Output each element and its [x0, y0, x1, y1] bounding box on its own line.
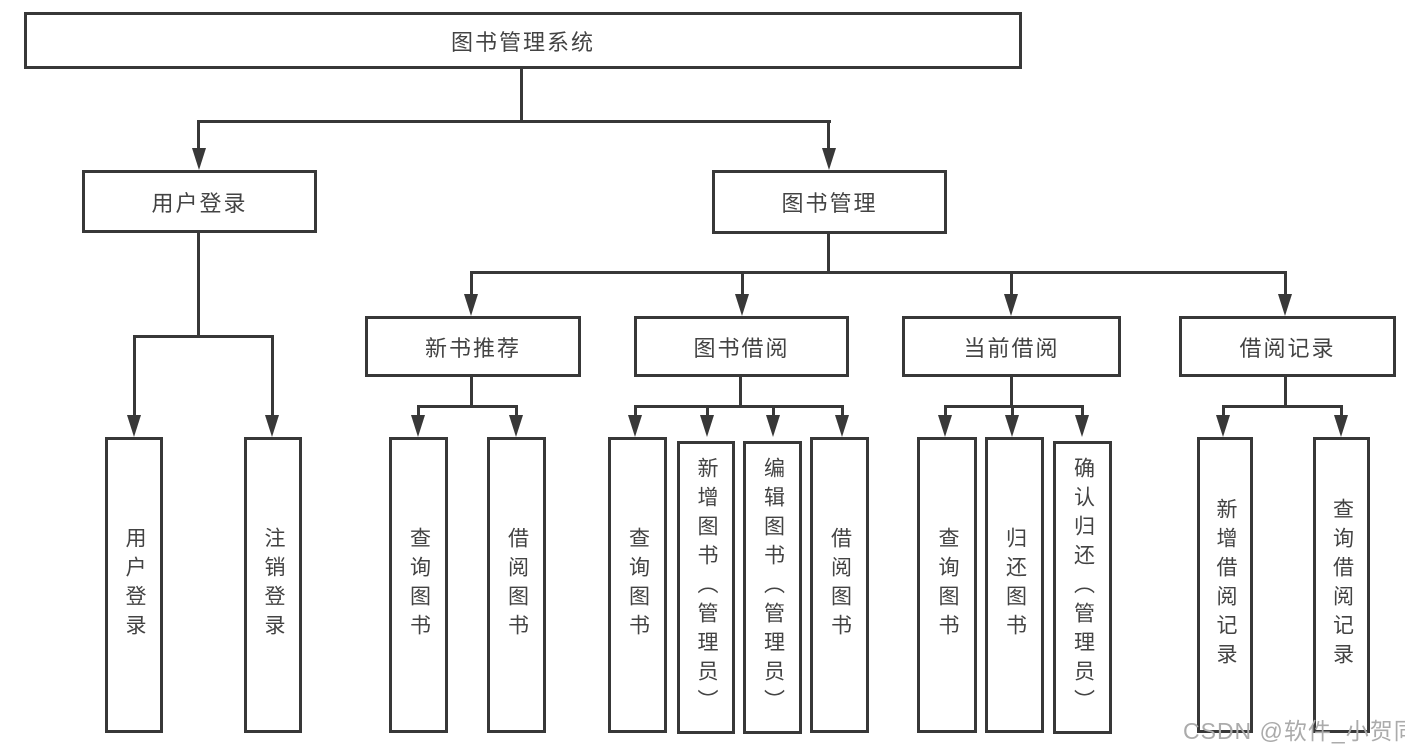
connector-borrow-record-horizontal — [1222, 405, 1343, 408]
connector-stub-bb-edit — [772, 405, 775, 418]
node-borrow-record-label: 借阅记录 — [1239, 335, 1336, 361]
connector-stub-br-query — [1340, 405, 1343, 418]
connector-new-book-horizontal — [417, 405, 518, 408]
connector-stub-bb-add — [706, 405, 709, 418]
connector-stub-bb-query — [634, 405, 637, 418]
arrowhead-current-borrow — [1004, 294, 1018, 316]
arrowhead-leaf-logout — [265, 415, 279, 437]
connector-book-borrow-down — [739, 376, 742, 408]
leaf-nb-borrow-book: 借阅图书 — [487, 437, 546, 733]
arrowhead-cb-confirm — [1075, 415, 1089, 437]
arrowhead-nb-borrow — [509, 415, 523, 437]
node-book-borrow-label: 图书借阅 — [693, 335, 790, 361]
node-user-login: 用户登录 — [82, 170, 317, 233]
connector-stub-nb-query — [417, 405, 420, 418]
arrowhead-cb-query — [938, 415, 952, 437]
connector-stub-leaf-login — [133, 335, 136, 417]
leaf-nb-query-book: 查询图书 — [389, 437, 448, 733]
leaf-logout-label: 注销登录 — [262, 527, 285, 643]
node-new-book-rec-label: 新书推荐 — [424, 335, 521, 361]
arrowhead-new-book — [464, 294, 478, 316]
leaf-cb-return-book-label: 归还图书 — [1003, 527, 1027, 643]
node-root-label: 图书管理系统 — [450, 29, 595, 55]
leaf-bb-query-book-label: 查询图书 — [626, 527, 650, 643]
connector-current-borrow-down — [1010, 376, 1013, 408]
leaf-bb-edit-book-admin: 编辑图书（管理员） — [743, 441, 802, 734]
leaf-bb-edit-book-admin-label: 编辑图书（管理员） — [761, 457, 785, 718]
connector-stub-current-borrow — [1010, 271, 1013, 297]
connector-stub-cb-query — [944, 405, 947, 418]
leaf-cb-confirm-return-admin: 确认归还（管理员） — [1053, 441, 1112, 734]
node-user-login-label: 用户登录 — [151, 190, 248, 216]
watermark: CSDN @软件_小贺同学 — [1183, 718, 1405, 744]
leaf-user-login: 用户登录 — [105, 437, 163, 733]
arrowhead-book-borrow — [735, 294, 749, 316]
node-book-mgmt-label: 图书管理 — [781, 191, 878, 216]
connector-user-login-down — [197, 232, 200, 338]
connector-level3-horizontal — [470, 271, 1287, 274]
arrowhead-br-query — [1334, 415, 1348, 437]
arrowhead-cb-return — [1005, 415, 1019, 437]
leaf-cb-confirm-return-admin-label: 确认归还（管理员） — [1071, 457, 1095, 718]
node-root: 图书管理系统 — [24, 12, 1022, 69]
connector-user-login-horizontal — [133, 335, 274, 338]
leaf-logout: 注销登录 — [244, 437, 302, 733]
connector-book-mgmt-down — [827, 233, 830, 274]
leaf-cb-query-book-label: 查询图书 — [936, 527, 959, 643]
connector-level2-horizontal — [197, 120, 831, 123]
connector-stub-new-book — [470, 271, 473, 297]
leaf-nb-borrow-book-label: 借阅图书 — [505, 527, 529, 643]
arrowhead-nb-query — [411, 415, 425, 437]
leaf-cb-query-book: 查询图书 — [917, 437, 977, 733]
leaf-nb-query-book-label: 查询图书 — [407, 527, 431, 643]
node-book-borrow: 图书借阅 — [634, 316, 849, 377]
leaf-bb-add-book-admin-label: 新增图书（管理员） — [695, 457, 718, 718]
connector-borrow-record-down — [1284, 376, 1287, 408]
arrowhead-br-add — [1216, 415, 1230, 437]
node-borrow-record: 借阅记录 — [1179, 316, 1396, 377]
arrowhead-bb-edit — [766, 415, 780, 437]
arrowhead-leaf-login — [127, 415, 141, 437]
arrowhead-book-mgmt — [822, 148, 836, 170]
connector-root-down — [520, 68, 523, 121]
arrowhead-user-login — [192, 148, 206, 170]
connector-book-borrow-horizontal — [634, 405, 844, 408]
connector-stub-nb-borrow — [515, 405, 518, 418]
node-book-mgmt: 图书管理 — [712, 170, 947, 234]
connector-new-book-down — [470, 376, 473, 408]
leaf-br-query-record-label: 查询借阅记录 — [1330, 498, 1354, 672]
leaf-bb-borrow-book-label: 借阅图书 — [828, 527, 852, 643]
node-current-borrow-label: 当前借阅 — [963, 335, 1060, 361]
connector-stub-leaf-logout — [271, 335, 274, 417]
leaf-br-query-record: 查询借阅记录 — [1313, 437, 1370, 733]
connector-stub-br-add — [1222, 405, 1225, 418]
leaf-user-login-label: 用户登录 — [123, 527, 146, 643]
connector-stub-user-login — [197, 120, 200, 152]
node-current-borrow: 当前借阅 — [902, 316, 1121, 377]
arrowhead-bb-borrow — [835, 415, 849, 437]
arrowhead-bb-add — [700, 415, 714, 437]
arrowhead-borrow-record — [1278, 294, 1292, 316]
connector-stub-cb-confirm — [1081, 405, 1084, 418]
connector-stub-borrow-record — [1284, 271, 1287, 297]
leaf-bb-query-book: 查询图书 — [608, 437, 667, 733]
arrowhead-bb-query — [628, 415, 642, 437]
leaf-bb-add-book-admin: 新增图书（管理员） — [677, 441, 735, 734]
leaf-cb-return-book: 归还图书 — [985, 437, 1044, 733]
connector-stub-cb-return — [1011, 405, 1014, 418]
connector-stub-bb-borrow — [841, 405, 844, 418]
connector-stub-book-mgmt — [827, 120, 830, 152]
leaf-br-add-record-label: 新增借阅记录 — [1214, 498, 1237, 672]
connector-current-borrow-horizontal — [944, 405, 1084, 408]
node-new-book-rec: 新书推荐 — [365, 316, 581, 377]
leaf-bb-borrow-book: 借阅图书 — [810, 437, 869, 733]
connector-stub-book-borrow — [741, 271, 744, 297]
leaf-br-add-record: 新增借阅记录 — [1197, 437, 1253, 733]
